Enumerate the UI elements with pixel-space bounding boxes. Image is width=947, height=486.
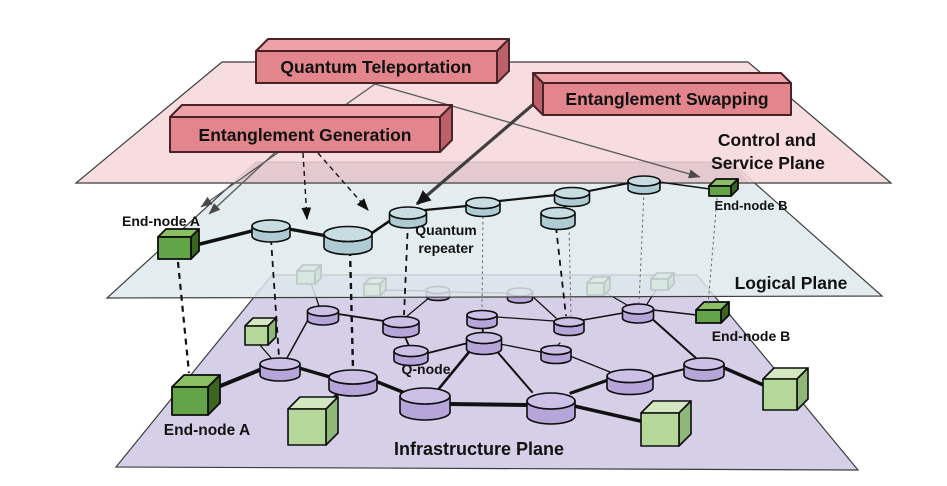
label-quantum-repeater-line2: repeater — [418, 240, 474, 256]
plane-mapping-link — [555, 226, 567, 317]
label-infrastructure-plane: Infrastructure Plane — [394, 439, 564, 459]
infra-link — [569, 355, 611, 373]
infra-link — [651, 368, 686, 378]
plane-mapping-link — [403, 221, 409, 316]
logical-link — [658, 181, 711, 190]
infra-link — [499, 343, 542, 353]
q-node-cyl-8-top — [399, 387, 451, 405]
q-node-cyl-11-top — [606, 368, 654, 384]
infra-link — [493, 347, 533, 393]
label-control-plane-line1: Control and — [718, 130, 816, 150]
q-node-cyl-14-top — [540, 344, 572, 356]
label-control-plane-line2: Service Plane — [711, 153, 825, 173]
entanglement-generation-box-front — [169, 116, 441, 153]
q-node-cyl-2-top — [382, 315, 420, 329]
infra-link — [582, 312, 624, 321]
quantum-repeater-7-top — [627, 175, 661, 187]
infra-link — [447, 402, 530, 407]
end-node-cube-3-front — [640, 412, 680, 447]
end-node-cube-2-front — [287, 408, 327, 446]
q-node-cyl-12-top — [526, 392, 576, 410]
infra-link — [258, 343, 273, 360]
entanglement-swapping-box-front — [542, 82, 792, 116]
plane-mapping-link — [270, 238, 280, 358]
end-node-cube-4-front — [762, 378, 798, 411]
q-node-cyl-6-top — [259, 357, 301, 371]
label-end-node-b-logical: End-node B — [715, 198, 788, 213]
label-end-node-b-infra: End-node B — [712, 328, 791, 344]
infra-link — [648, 315, 698, 360]
logical-link — [423, 204, 469, 212]
plane-mapping-link — [348, 249, 355, 370]
infra-link — [405, 296, 431, 318]
entanglement-swapping-box-top — [532, 72, 792, 84]
end-node-b-logical-cube-front — [708, 185, 732, 197]
protocol-arrow-dash — [301, 152, 312, 221]
entanglement-generation-box-label: Entanglement Generation — [199, 125, 412, 145]
q-node-cyl-9-top — [621, 303, 655, 315]
infra-link — [435, 344, 476, 393]
protocol-arrow-thin — [374, 83, 701, 179]
infra-link — [720, 365, 770, 389]
infra-link — [297, 366, 332, 379]
logical-link — [588, 182, 630, 192]
infra-link — [337, 313, 385, 322]
end-node-a-logical-cube-front — [157, 236, 192, 260]
plane-mapping-link — [568, 226, 572, 317]
label-logical-plane: Logical Plane — [735, 273, 848, 293]
quantum-repeater-5-top — [553, 186, 591, 200]
quantum-repeater-6-top — [540, 206, 576, 220]
quantum-repeater-3-top — [388, 206, 428, 220]
infra-link — [572, 404, 651, 425]
quantum-teleportation-box-front — [255, 50, 498, 84]
q-node-cyl-10-top — [683, 357, 725, 371]
end-node-a-infra-cube-front — [171, 386, 209, 416]
q-node-cyl-1-top — [306, 305, 340, 317]
infra-link — [286, 317, 310, 359]
q-node-cyl-13-top — [553, 316, 585, 328]
entanglement-generation-box-top — [169, 104, 453, 118]
label-q-node: Q-node — [402, 361, 451, 377]
quantum-repeater-2-top — [323, 225, 373, 243]
logical-link — [287, 227, 329, 238]
label-end-node-a-infra: End-node A — [164, 422, 250, 439]
infra-link — [531, 295, 557, 319]
plane-mapping-link — [638, 191, 645, 304]
q-node-cyl-4-top — [393, 344, 429, 358]
logical-link — [497, 193, 558, 203]
quantum-repeater-1-top — [251, 219, 291, 233]
q-node-cyl-7-top — [328, 369, 378, 385]
end-node-cube-1-front — [244, 325, 269, 346]
infra-link — [496, 316, 555, 322]
protocol-arrow-dash — [317, 152, 369, 211]
quantum-teleportation-box-top — [255, 38, 510, 52]
protocol-arrow-thick — [415, 88, 552, 206]
plane-mapping-link — [176, 261, 191, 374]
infra-link — [652, 309, 698, 316]
infra-link — [569, 377, 613, 395]
q-node-cyl-3-top — [466, 309, 498, 321]
q-node-cyl-5-top — [465, 331, 503, 345]
label-end-node-a-logical: End-node A — [122, 213, 200, 229]
entanglement-swapping-box-label: Entanglement Swapping — [565, 89, 768, 109]
plane-mapping-link — [707, 197, 718, 306]
plane-overlap-band — [237, 162, 750, 183]
label-quantum-repeater-line1: Quantum — [415, 222, 476, 238]
quantum-repeater-4-top — [465, 196, 501, 210]
infra-link — [373, 379, 407, 395]
quantum-teleportation-box-label: Quantum Teleportation — [280, 57, 471, 77]
infra-link — [427, 342, 469, 354]
end-node-b-infra-cube-front — [695, 309, 722, 324]
logical-link — [194, 228, 258, 247]
